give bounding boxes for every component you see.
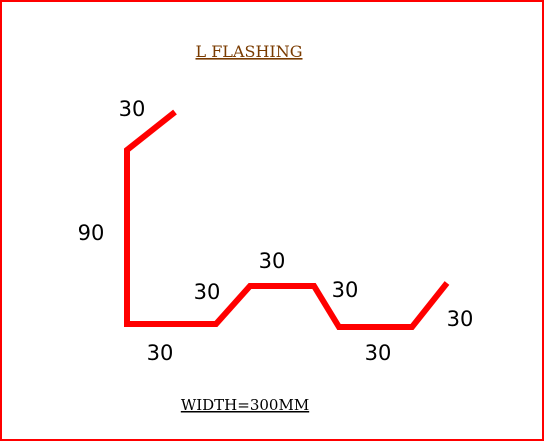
dim-label-rise-left: 30 <box>194 280 221 304</box>
dim-label-bottom-right: 30 <box>365 341 392 365</box>
dim-label-bottom-left: 30 <box>147 341 174 365</box>
dim-label-end-lip: 30 <box>447 307 474 331</box>
flashing-profile <box>124 109 450 330</box>
diagram-title: L FLASHING <box>195 42 302 61</box>
dim-label-top-lip: 30 <box>119 97 146 121</box>
dim-label-rise-right: 30 <box>332 278 359 302</box>
dim-label-vertical: 90 <box>78 221 105 245</box>
width-note: WIDTH=300MM <box>181 396 309 414</box>
dim-label-rib-top: 30 <box>259 249 286 273</box>
